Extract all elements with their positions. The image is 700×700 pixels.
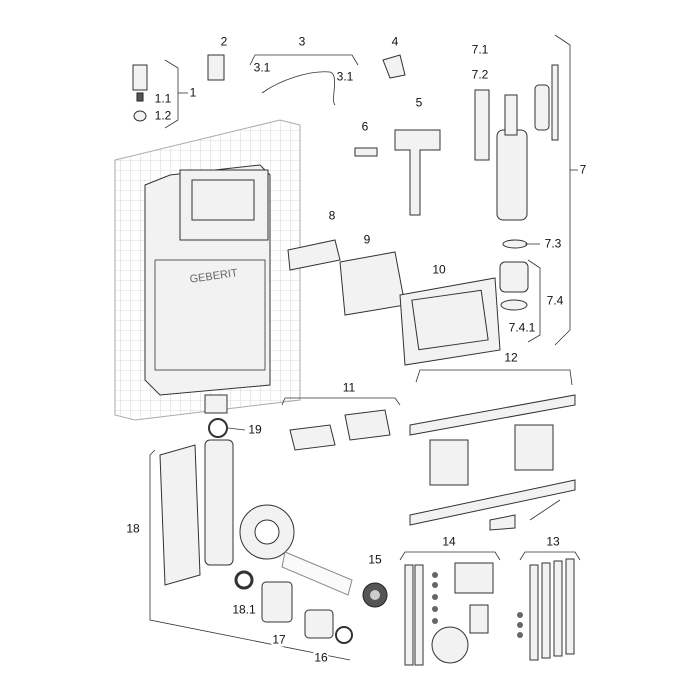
callout-1: 1	[188, 85, 198, 100]
leader-lines	[149, 34, 581, 661]
callout-5: 5	[414, 95, 424, 110]
part-shapes	[132, 54, 576, 666]
callout-17: 17	[271, 632, 287, 647]
callout-16: 16	[313, 650, 329, 665]
callout-12: 12	[503, 350, 519, 365]
callout-3-1-left: 3.1	[252, 60, 272, 75]
callout-1-1: 1.1	[153, 91, 173, 106]
cistern-frame: GEBERIT	[114, 119, 301, 421]
callout-7-2: 7.2	[470, 67, 490, 82]
callout-3: 3	[297, 34, 307, 49]
callout-11: 11	[341, 380, 357, 395]
callout-13: 13	[545, 534, 561, 549]
callout-18-1: 18.1	[231, 602, 257, 617]
callout-15: 15	[367, 552, 383, 567]
callout-4: 4	[390, 34, 400, 49]
callout-6: 6	[360, 119, 370, 134]
callout-3-1-right: 3.1	[335, 69, 355, 84]
callout-7: 7	[578, 162, 588, 177]
callout-1-2: 1.2	[153, 108, 173, 123]
callout-2: 2	[219, 34, 229, 49]
callout-19: 19	[247, 422, 263, 437]
callout-7-4: 7.4	[545, 293, 565, 308]
callout-8: 8	[327, 208, 337, 223]
callout-10: 10	[431, 262, 447, 277]
callout-9: 9	[362, 232, 372, 247]
callout-18: 18	[125, 521, 141, 536]
callout-7-3: 7.3	[543, 236, 563, 251]
callout-7-4-1: 7.4.1	[507, 320, 537, 335]
callout-7-1: 7.1	[470, 42, 490, 57]
callout-14: 14	[441, 534, 457, 549]
